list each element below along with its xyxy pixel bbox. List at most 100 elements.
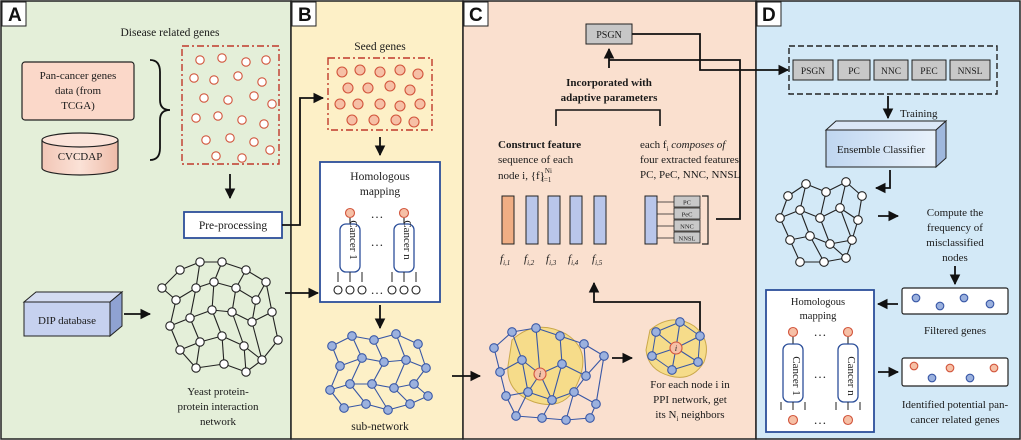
ellipsis-d-mid: … (814, 366, 827, 381)
network-node (241, 265, 251, 275)
network-edge (393, 359, 407, 389)
network-node (175, 345, 185, 355)
gene-dot (346, 114, 358, 126)
feature-box (792, 59, 834, 81)
network-node (257, 355, 267, 365)
disease-genes-box (181, 45, 280, 165)
network-node (841, 253, 851, 263)
gene-dot (368, 114, 380, 126)
network-node (217, 257, 227, 267)
feature-bar-single (644, 195, 658, 245)
network-node (367, 379, 377, 389)
gene-dot (414, 98, 426, 110)
network-node (231, 283, 241, 293)
network-edge (511, 331, 523, 361)
gene-dot (394, 100, 406, 112)
gene-dot (267, 99, 277, 109)
feature-chip-label: NNSL (679, 236, 696, 243)
network-node (345, 379, 355, 389)
feature-box (949, 59, 991, 81)
ellipsis-b-mid: … (371, 234, 384, 249)
filtered-genes-box (901, 287, 1009, 315)
gene-dot (354, 64, 366, 76)
network-node (579, 339, 589, 349)
homologous-mapping-graphic-d (780, 326, 861, 426)
neighbor-node (667, 365, 677, 375)
center-node-label: i (675, 344, 677, 353)
network-node (523, 387, 533, 397)
network-node (239, 341, 249, 351)
gene-dot (374, 66, 386, 78)
network-node (327, 341, 337, 351)
network-edge (595, 355, 605, 405)
gene-dot (935, 301, 945, 311)
feature-bar-label: fi,5 (592, 253, 603, 267)
gene-dot (259, 119, 269, 129)
filtered-genes-label: Filtered genes (924, 325, 986, 337)
network-edge (583, 343, 587, 377)
gene-dot (384, 80, 396, 92)
gene-dot (201, 135, 211, 145)
ensemble-label: Ensemble Classifier (837, 144, 926, 156)
network-node (819, 257, 829, 267)
gene-dot (965, 373, 975, 383)
network-node (795, 205, 805, 215)
network-node (227, 307, 237, 317)
feature-bar (547, 195, 561, 245)
gene-dot (945, 363, 955, 373)
network-node (495, 367, 505, 377)
mapped-node (411, 285, 421, 295)
network-node (157, 283, 167, 293)
identified-line2: cancer related genes (910, 414, 999, 426)
network-node (195, 337, 205, 347)
dip-database-label: DIP database (38, 315, 96, 327)
network-node (581, 371, 591, 381)
disease-genes-title: Disease related genes (121, 27, 221, 39)
each-line1: each fi composes of (640, 139, 727, 153)
gene-dot (233, 71, 243, 81)
network-node (389, 383, 399, 393)
feature-box (911, 59, 947, 81)
ellipsis-d-top: … (814, 324, 827, 339)
cancer-1-label-d: Cancer 1 (790, 356, 802, 395)
network-node (191, 363, 201, 373)
feature-box-label: PC (848, 67, 860, 77)
gene-dot (404, 84, 416, 96)
network-node (335, 361, 345, 371)
network-node (195, 257, 205, 267)
network-node (273, 335, 283, 345)
network-node (361, 399, 371, 409)
neighbor-node (695, 331, 705, 341)
pancancer-box (21, 61, 135, 121)
gene-dot (911, 293, 921, 303)
network-edge (189, 287, 197, 319)
mapped-gene (787, 326, 799, 338)
feature-chip (673, 231, 701, 244)
filtered-gene-dots (911, 293, 995, 311)
gene-dot (336, 66, 348, 78)
incorporated-line2: adaptive parameters (561, 92, 659, 104)
foreach-line2: PPI network, get (653, 394, 727, 406)
yeast-line3: network (200, 416, 237, 428)
gene-dot (265, 145, 275, 155)
mapped-gene (842, 326, 854, 338)
disease-gene-dots (189, 53, 277, 163)
gene-dot (217, 53, 227, 63)
feature-chip (673, 219, 701, 232)
network-node (379, 357, 389, 367)
neighbor-node (647, 351, 657, 361)
seed-genes-title: Seed genes (354, 41, 406, 53)
identified-genes-box (901, 357, 1009, 387)
panel-c-letter: C (469, 5, 483, 26)
gene-dot (225, 133, 235, 143)
network-node (383, 405, 393, 415)
gene-dot (237, 115, 247, 125)
network-node (501, 391, 511, 401)
ellipsis-d-bottom: … (814, 412, 827, 427)
mapped-gene (787, 414, 799, 426)
mapped-gene (398, 207, 410, 219)
seed-gene-dots (334, 64, 426, 128)
